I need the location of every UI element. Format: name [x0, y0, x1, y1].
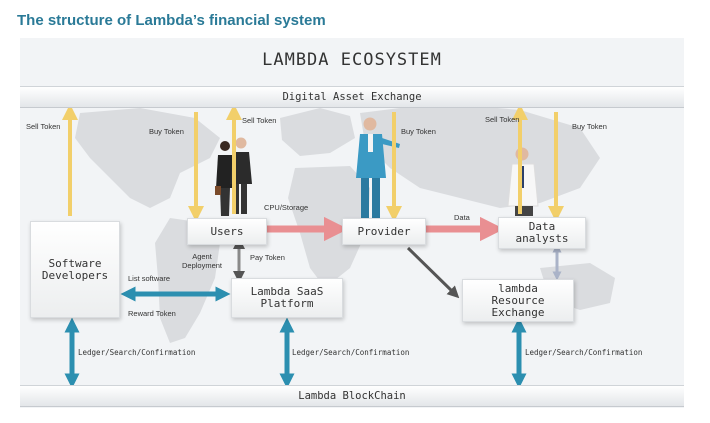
lambda-saas-platform-node-label: Lambda SaaS Platform [250, 285, 324, 310]
users-node: Users [187, 218, 267, 245]
software-developers-node: Software Developers [30, 221, 120, 318]
ecosystem-title: LAMBDA ECOSYSTEM [262, 50, 442, 70]
data-analysts-node-label: Data analysts [515, 220, 569, 245]
reward-token-label: Reward Token [128, 309, 176, 318]
provider-node-label: Provider [357, 224, 411, 238]
lambda-blockchain-bar: Lambda BlockChain [20, 385, 684, 407]
ledger-label-3: Ledger/Search/Confirmation [525, 348, 643, 357]
sell-token-label-2: Sell Token [242, 116, 277, 125]
buy-token-label-1: Buy Token [149, 127, 184, 136]
provider-illustration [356, 117, 400, 223]
cpu-storage-label: CPU/Storage [264, 203, 309, 212]
data-analysts-node: Data analysts [498, 217, 586, 249]
software-developers-node-label: Software Developers [41, 256, 109, 282]
ledger-label-1: Ledger/Search/Confirmation [78, 348, 196, 357]
buy-token-label-2: Buy Token [401, 127, 436, 136]
data-label: Data [454, 213, 470, 222]
ecosystem-diagram: LAMBDA ECOSYSTEM Digital Asset Exchange … [20, 38, 684, 408]
lambda-resource-exchange-node: lambda Resource Exchange [462, 279, 574, 322]
provider-node: Provider [342, 218, 426, 245]
sell-token-label-1: Sell Token [26, 122, 61, 131]
users-node-label: Users [210, 224, 244, 238]
list-software-label: List software [128, 274, 171, 283]
lambda-saas-platform-node: Lambda SaaS Platform [231, 278, 343, 318]
agent-deployment-label: Agent Deployment [182, 252, 223, 270]
world-map-background [75, 103, 615, 343]
sell-token-label-3: Sell Token [485, 115, 520, 124]
arrows-layer [62, 104, 564, 389]
ledger-label-2: Ledger/Search/Confirmation [292, 348, 410, 357]
digital-asset-exchange-bar: Digital Asset Exchange [20, 86, 684, 108]
provider-exchange-arrow [406, 246, 460, 299]
pay-token-label: Pay Token [250, 253, 285, 262]
buy-token-label-3: Buy Token [572, 122, 607, 131]
page-title: The structure of Lambda’s financial syst… [17, 12, 326, 29]
lambda-resource-exchange-node-label: lambda Resource Exchange [491, 281, 545, 319]
